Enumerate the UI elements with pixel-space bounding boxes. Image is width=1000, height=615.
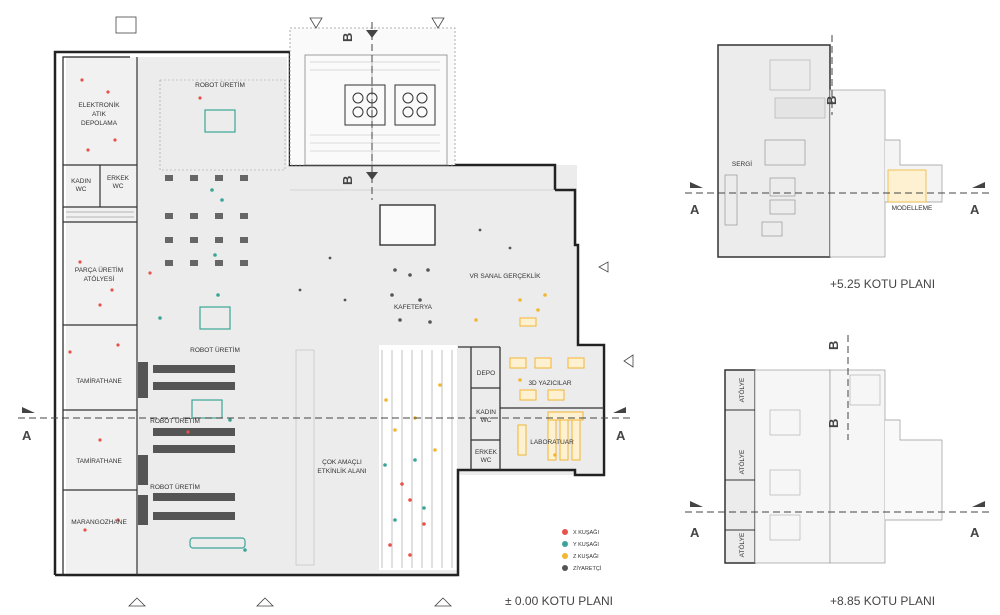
label-marangozhane: MARANGOZHANE: [71, 519, 127, 526]
label-laboratuar: LABORATUAR: [530, 439, 574, 446]
label-robot-3: ROBOT ÜRETİM: [150, 416, 200, 425]
section-b-mid: B: [824, 96, 839, 105]
legend-swatch-ziyaretci: [562, 565, 568, 571]
label-depo: DEPO: [477, 370, 495, 377]
section-a-top-left: A: [690, 525, 700, 540]
label-cok-amacli-1: ÇOK AMAÇLI: [322, 459, 362, 466]
label-vr: VR SANAL GERÇEKLİK: [470, 271, 542, 280]
legend-swatch-x: [562, 529, 568, 535]
label-robot-1: ROBOT ÜRETİM: [195, 80, 245, 89]
label-erkek-wc-left-1: ERKEK: [107, 175, 130, 182]
label-kadin-wc-left-2: WC: [76, 186, 87, 193]
mid-plan-title: +5.25 KOTU PLANI: [830, 277, 935, 291]
section-b-top-plan-1: B: [826, 341, 841, 350]
label-tamirathane-1: TAMİRATHANE: [76, 376, 122, 385]
label-elektronik-1: ELEKTRONİK: [78, 100, 120, 109]
label-parca-2: ATÖLYESİ: [84, 274, 115, 283]
label-atolye-3: ATÖLYE: [738, 532, 746, 557]
label-kafeterya: KAFETERYA: [394, 304, 433, 311]
section-a-mid-right: A: [970, 202, 980, 217]
label-parca-1: PARÇA ÜRETİM: [75, 265, 123, 274]
mid-floor-plan: [685, 35, 990, 258]
section-a-left: A: [22, 428, 32, 443]
section-a-right: A: [616, 428, 626, 443]
label-atolye-1: ATÖLYE: [738, 377, 746, 402]
label-robot-2: ROBOT ÜRETİM: [190, 345, 240, 354]
label-modelleme: MODELLEME: [892, 205, 933, 212]
label-tamirathane-2: TAMİRATHANE: [76, 456, 122, 465]
top-plan-title: +8.85 KOTU PLANI: [830, 594, 935, 608]
label-3d-yazicilar: 3D YAZICILAR: [528, 380, 571, 387]
ground-plan-title: ± 0.00 KOTU PLANI: [505, 594, 613, 608]
label-sergi: SERGİ: [732, 159, 752, 168]
room-labels: ELEKTRONİK ATIK DEPOLAMA KADIN WC ERKEK …: [71, 80, 933, 557]
ground-floor-plan: [18, 16, 634, 607]
label-cok-amacli-2: ETKİNLİK ALANI: [317, 466, 366, 475]
label-erkek-wc-left-2: WC: [113, 183, 124, 190]
label-erkek-wc-right-2: WC: [481, 457, 492, 464]
legend-label-z: Z KUŞAĞI: [573, 553, 599, 560]
section-a-top-right: A: [970, 525, 980, 540]
legend-label-ziyaretci: ZİYARETÇİ: [573, 565, 602, 572]
section-letters: A A B B A A B A A B B: [22, 33, 980, 540]
label-kadin-wc-left-1: KADIN: [71, 178, 91, 185]
section-b-top-plan-2: B: [826, 419, 841, 428]
legend-label-y: Y KUŞAĞI: [573, 541, 599, 548]
legend-label-x: X KUŞAĞI: [573, 529, 599, 536]
label-atolye-2: ATÖLYE: [738, 449, 746, 474]
legend-swatch-z: [562, 553, 568, 559]
label-erkek-wc-right-1: ERKEK: [475, 449, 498, 456]
section-a-mid-left: A: [690, 202, 700, 217]
label-elektronik-3: DEPOLAMA: [81, 120, 118, 127]
label-kadin-wc-right-1: KADIN: [476, 409, 496, 416]
label-kadin-wc-right-2: WC: [481, 417, 492, 424]
legend-swatch-y: [562, 541, 568, 547]
section-b-bottom: B: [340, 176, 355, 185]
legend: X KUŞAĞI Y KUŞAĞI Z KUŞAĞI ZİYARETÇİ: [562, 529, 602, 572]
top-floor-plan: [685, 335, 990, 564]
label-robot-4: ROBOT ÜRETİM: [150, 482, 200, 491]
section-b-top: B: [340, 33, 355, 42]
label-elektronik-2: ATIK: [92, 111, 107, 118]
